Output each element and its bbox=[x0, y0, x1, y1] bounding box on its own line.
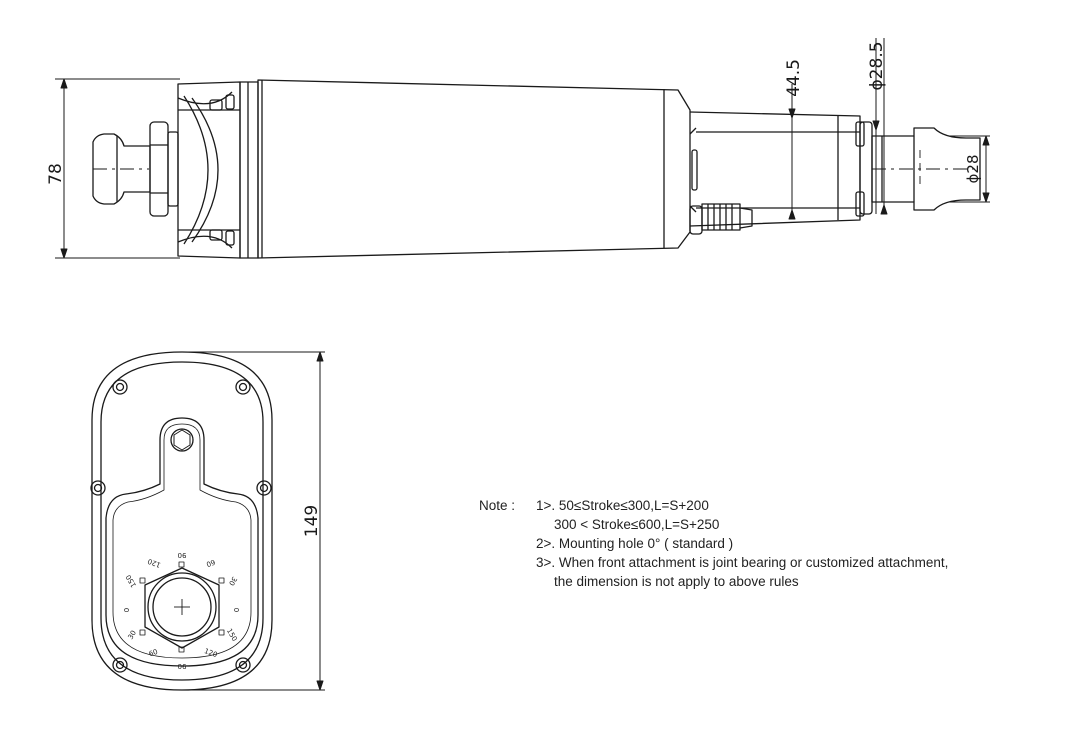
notes-block: Note : 1>. 50≤Stroke≤300,L=S+200 300 < S… bbox=[479, 496, 948, 591]
angle-mark: 150 bbox=[124, 573, 138, 589]
side-dimensions bbox=[55, 38, 990, 259]
note-line-3b: the dimension is not apply to above rule… bbox=[554, 574, 799, 589]
angle-mark: 0 bbox=[232, 608, 240, 612]
angle-mark: 30 bbox=[227, 575, 238, 587]
dim-height-side: 78 bbox=[46, 163, 66, 185]
angle-mark: 90 bbox=[178, 662, 187, 670]
piston-rod bbox=[871, 127, 981, 211]
note-line-1: 1>. 50≤Stroke≤300,L=S+200 bbox=[536, 498, 709, 513]
angle-mark: 0 bbox=[123, 608, 131, 612]
angle-mark: 90 bbox=[178, 551, 187, 559]
dim-height-front: 149 bbox=[302, 505, 322, 537]
angle-mark: 60 bbox=[205, 558, 216, 569]
corner-screws bbox=[90, 379, 272, 673]
note-line-1b: 300 < Stroke≤600,L=S+250 bbox=[554, 517, 720, 532]
note-line-2: 2>. Mounting hole 0° ( standard ) bbox=[536, 536, 734, 551]
angle-mark: 150 bbox=[225, 627, 239, 643]
front-view bbox=[90, 351, 273, 691]
side-view bbox=[92, 79, 981, 259]
gearbox bbox=[689, 111, 861, 227]
front-dimensions bbox=[182, 351, 325, 691]
angle-mark: 120 bbox=[147, 557, 162, 569]
motor-body bbox=[257, 79, 691, 259]
dim-rod-dia-outer: ϕ28.5 bbox=[867, 41, 887, 90]
dim-body-dia: 44.5 bbox=[784, 59, 804, 97]
note-line-3: 3>. When front attachment is joint beari… bbox=[536, 555, 949, 570]
mounting-plate bbox=[105, 417, 259, 667]
angle-mark: 60 bbox=[148, 648, 159, 659]
front-housing-outer bbox=[91, 351, 273, 691]
dim-rod-dia-inner: ϕ28 bbox=[964, 155, 982, 184]
rear-nut bbox=[149, 121, 169, 217]
cable-gland bbox=[689, 203, 753, 235]
angle-mark: 30 bbox=[127, 629, 138, 641]
note-label: Note : bbox=[479, 498, 516, 513]
angle-mark: 120 bbox=[203, 647, 218, 659]
